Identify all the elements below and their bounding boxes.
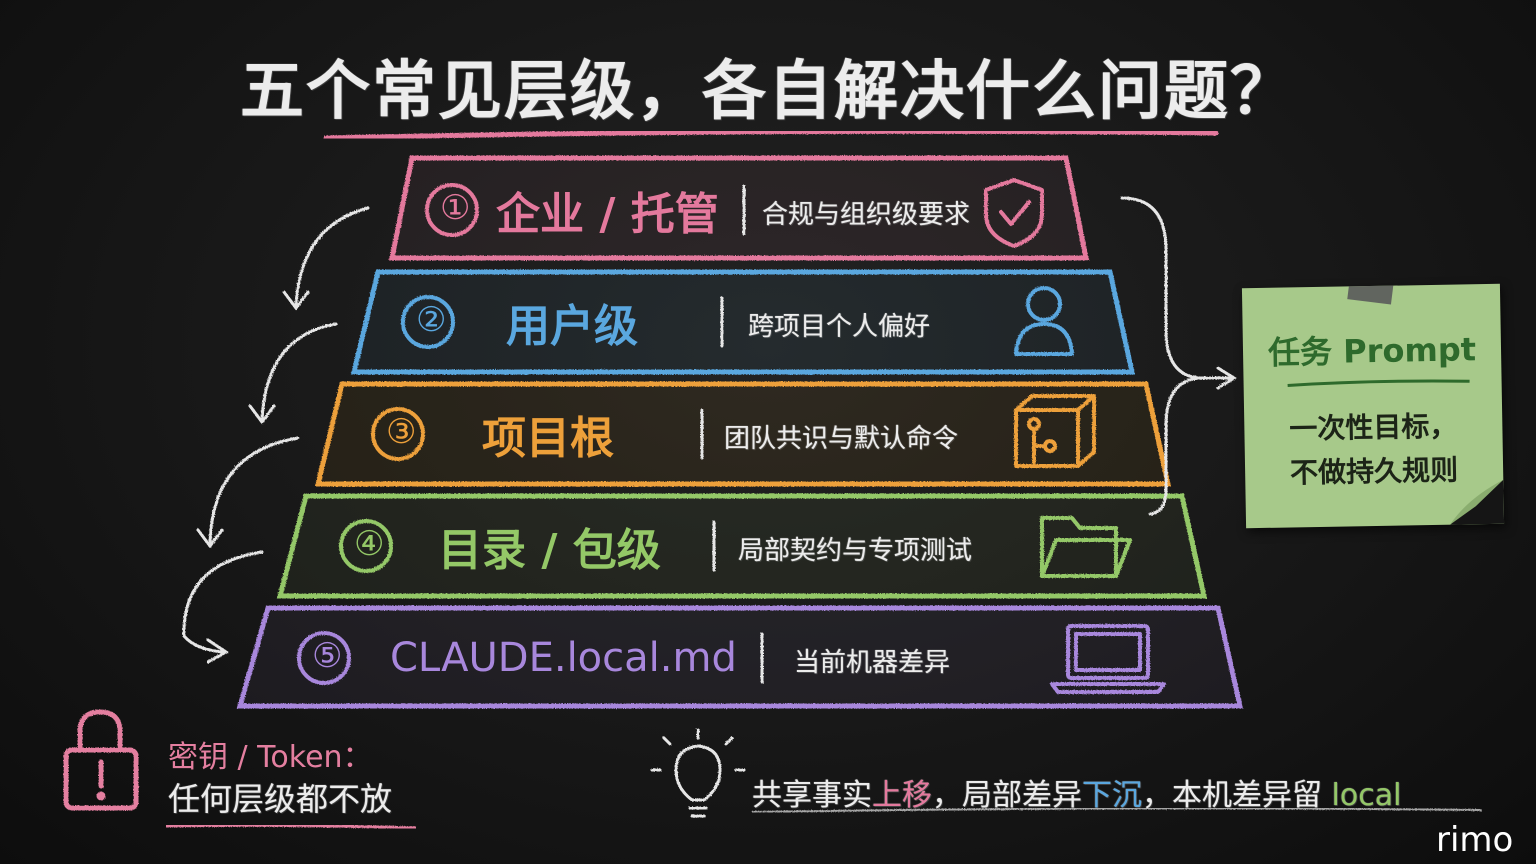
footer-text-3: ，本机差异留: [1142, 778, 1332, 813]
footer-tip: 共享事实上移，局部差异下沉，本机差异留 local: [752, 770, 1401, 814]
number-circle-4: [339, 519, 393, 573]
number-circle-2: [401, 295, 455, 349]
layer-4-number: ④: [354, 524, 385, 564]
layer-4-description: 局部契约与专项测试: [738, 536, 973, 566]
layer-2-label: 用户级: [506, 301, 638, 352]
laptop-icon: [1050, 624, 1166, 694]
layer-3-band: [314, 381, 1172, 487]
shield-check-icon: [984, 178, 1044, 248]
bracket-arrow-right: [1120, 196, 1237, 516]
layer-3-description: 团队共识与默认命令: [724, 424, 959, 454]
sticky-note: 任务 Prompt 一次性目标， 不做持久规则: [1241, 283, 1505, 529]
secret-underline: [165, 823, 417, 830]
layer-1-label: 企业 / 托管: [496, 189, 719, 240]
layer-1-description: 合规与组织级要求: [762, 200, 971, 230]
page-title: 五个常见层级，各自解决什么问题？: [240, 55, 1296, 129]
user-icon: [1014, 286, 1074, 356]
folder-icon: [1040, 516, 1132, 578]
lightbulb-icon: [650, 728, 746, 818]
number-circle-5: [297, 631, 351, 685]
footer-highlight-up: 上移: [872, 778, 932, 813]
note-decor: [1287, 283, 1505, 525]
lock-icon: [63, 709, 139, 811]
layer-5-number: ⑤: [312, 636, 343, 676]
footer-text-2: ，局部差异: [932, 778, 1082, 813]
layer-1-number: ①: [440, 188, 471, 228]
secret-title: 密钥 / Token：: [168, 740, 373, 775]
layer-2-number: ②: [416, 300, 447, 340]
number-circle-1: [425, 183, 479, 237]
secret-body: 任何层级都不放: [168, 780, 393, 818]
title-underline: [323, 128, 1219, 141]
footer-underline: [751, 807, 1483, 813]
layer-3-number: ③: [386, 412, 417, 452]
layer-2-description: 跨项目个人偏好: [748, 312, 931, 342]
layer-2-band: [350, 269, 1136, 375]
layer-5-label: CLAUDE.local.md: [390, 635, 737, 681]
footer-highlight-down: 下沉: [1082, 778, 1142, 813]
note-line-2: 不做持久规则: [1289, 453, 1459, 490]
layer-3-label: 项目根: [482, 413, 614, 464]
layer-4-band: [276, 493, 1208, 599]
footer-highlight-local: local: [1331, 778, 1402, 813]
box-icon: [1014, 394, 1096, 468]
number-circle-3: [371, 407, 425, 461]
flow-arrows-left: [182, 206, 370, 664]
layer-5-description: 当前机器差异: [794, 648, 951, 678]
note-line-1: 一次性目标，: [1289, 409, 1458, 446]
layer-4-label: 目录 / 包级: [438, 525, 661, 576]
layer-dividers: [700, 184, 764, 684]
layer-1-band: [388, 155, 1090, 261]
layer-5-band: [236, 605, 1244, 709]
footer-text-1: 共享事实: [752, 778, 872, 813]
watermark: rimo: [1436, 820, 1514, 860]
